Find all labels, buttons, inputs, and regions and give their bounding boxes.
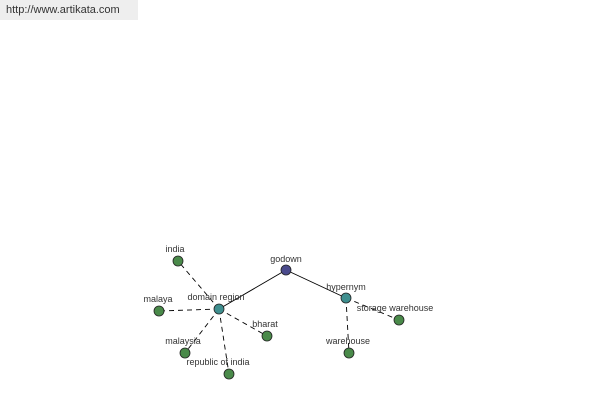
- edge-domain_region-republic_of_india: [218, 308, 230, 375]
- node-label-godown[interactable]: godown: [270, 254, 302, 264]
- graph-edges: [158, 260, 400, 375]
- edge-godown-domain_region: [218, 269, 287, 310]
- node-label-domain-region[interactable]: domain region: [187, 292, 244, 302]
- node-label-hypernym[interactable]: hypernym: [326, 282, 366, 292]
- edge-hypernym-warehouse: [345, 297, 350, 354]
- node-label-warehouse[interactable]: warehouse: [325, 336, 370, 346]
- node-label-malaysia[interactable]: malaysia: [165, 336, 201, 346]
- graph-labels: godown domain region hypernym india malaya bh…: [143, 244, 433, 367]
- node-label-india[interactable]: india: [165, 244, 184, 254]
- node-malaya[interactable]: [153, 305, 165, 317]
- node-domain-region[interactable]: [213, 303, 225, 315]
- edge-domain_region-malaya: [158, 308, 220, 312]
- node-label-bharat[interactable]: bharat: [252, 319, 278, 329]
- node-hypernym[interactable]: [340, 292, 352, 304]
- node-bharat[interactable]: [261, 330, 273, 342]
- node-warehouse[interactable]: [343, 347, 355, 359]
- edge-hypernym-storage_warehouse: [345, 297, 400, 321]
- node-republic-of-india[interactable]: [223, 368, 235, 380]
- node-malaysia[interactable]: [179, 347, 191, 359]
- graph-nodes: [153, 255, 405, 380]
- node-label-republic-of-india[interactable]: republic of india: [186, 357, 249, 367]
- edge-domain_region-malaysia: [184, 308, 220, 354]
- site-url-text[interactable]: http://www.artikata.com: [6, 4, 120, 16]
- node-label-malaya[interactable]: malaya: [143, 294, 172, 304]
- node-storage-warehouse[interactable]: [393, 314, 405, 326]
- edge-godown-hypernym: [285, 269, 347, 299]
- node-godown[interactable]: [280, 264, 292, 276]
- edge-domain_region-india: [177, 260, 220, 310]
- node-label-storage-warehouse[interactable]: storage warehouse: [357, 303, 434, 313]
- site-url-banner[interactable]: http://www.artikata.com: [0, 0, 138, 20]
- edge-domain_region-bharat: [218, 308, 268, 337]
- node-india[interactable]: [172, 255, 184, 267]
